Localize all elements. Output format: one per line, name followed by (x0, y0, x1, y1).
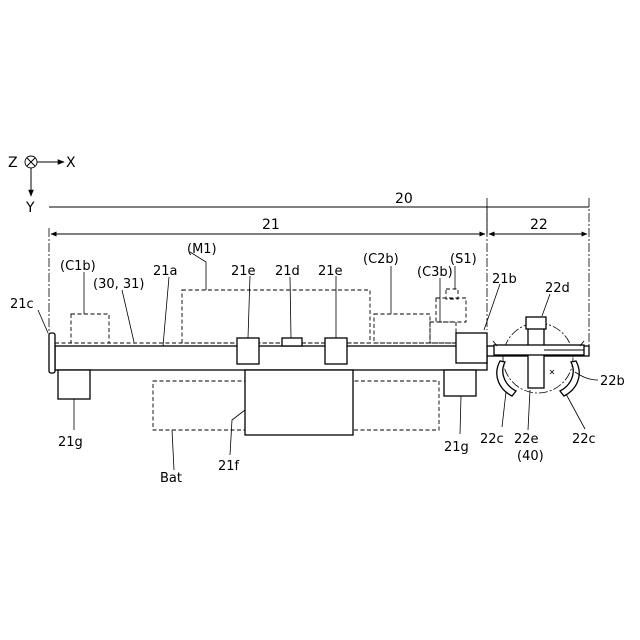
part-21e-left (237, 338, 259, 364)
label-30-31: (30, 31) (93, 277, 145, 292)
part-21e-right (325, 338, 347, 364)
label-21f: 21f (218, 459, 240, 474)
label-22b: 22b (600, 374, 625, 389)
label-c2b: (C2b) (363, 252, 399, 267)
axis-x-label: X (66, 155, 76, 171)
label-21: 21 (262, 217, 280, 233)
axis-z-symbol (25, 156, 37, 168)
label-21b: 21b (492, 272, 517, 287)
cap-22d (526, 317, 546, 329)
label-20: 20 (395, 191, 413, 207)
axis-y-label: Y (25, 200, 35, 216)
label-21c: 21c (10, 297, 34, 312)
label-40: (40) (517, 449, 544, 464)
label-22c-left: 22c (480, 432, 504, 447)
foot-21g-left (58, 370, 90, 399)
label-21e-right: 21e (318, 264, 343, 279)
label-c1b: (C1b) (60, 259, 96, 274)
foot-21g-right (444, 370, 476, 396)
label-22: 22 (530, 217, 548, 233)
label-21g-right: 21g (444, 440, 469, 455)
part-21d (282, 338, 302, 346)
label-21g-left: 21g (58, 435, 83, 450)
label-21a: 21a (153, 264, 178, 279)
end-part-21c (49, 333, 55, 373)
label-bat: Bat (160, 471, 182, 486)
guide-22c-right (560, 361, 579, 396)
label-22d: 22d (545, 281, 570, 296)
label-21d: 21d (275, 264, 300, 279)
component-c1b (71, 314, 109, 343)
label-s1: (S1) (450, 252, 477, 267)
label-22e: 22e (514, 432, 539, 447)
component-c2b (374, 314, 430, 343)
label-22c-right: 22c (572, 432, 596, 447)
guide-22c-left (497, 361, 516, 396)
shaft-22e (528, 328, 544, 388)
component-s1-base (436, 298, 466, 322)
component-s1-top (446, 289, 458, 299)
board-21 (55, 346, 487, 370)
block-21f (245, 370, 353, 435)
axis-z-label: Z (8, 155, 18, 171)
label-c3b: (C3b) (417, 265, 453, 280)
component-c3b (430, 322, 456, 343)
label-21e-left: 21e (231, 264, 256, 279)
component-m1 (182, 290, 370, 343)
part-21b (456, 333, 487, 363)
label-m1: (M1) (187, 242, 217, 257)
